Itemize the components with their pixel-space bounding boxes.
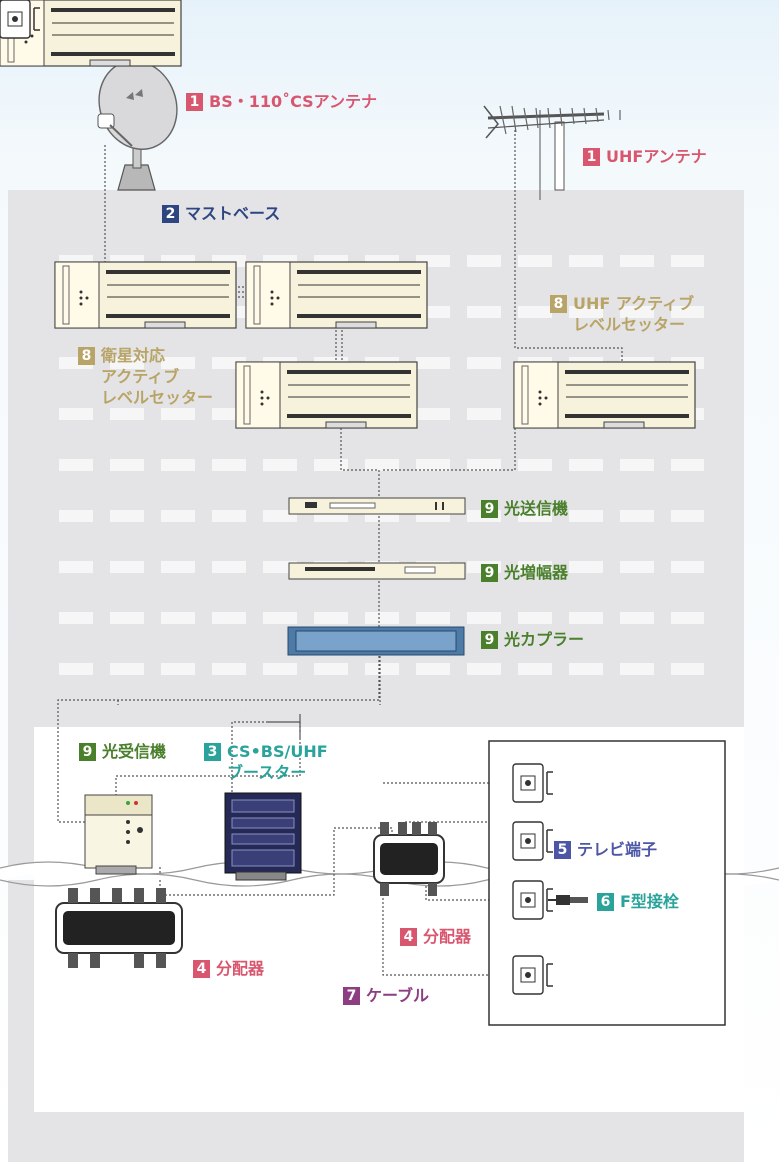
optical-rack-units — [287, 497, 466, 656]
splitters — [55, 822, 445, 968]
bs-dish-antenna — [97, 60, 178, 191]
f-plug — [548, 895, 588, 905]
uhf-yagi-antenna — [483, 105, 621, 200]
receiver-and-booster — [84, 792, 302, 881]
tv-outlets — [0, 0, 554, 995]
